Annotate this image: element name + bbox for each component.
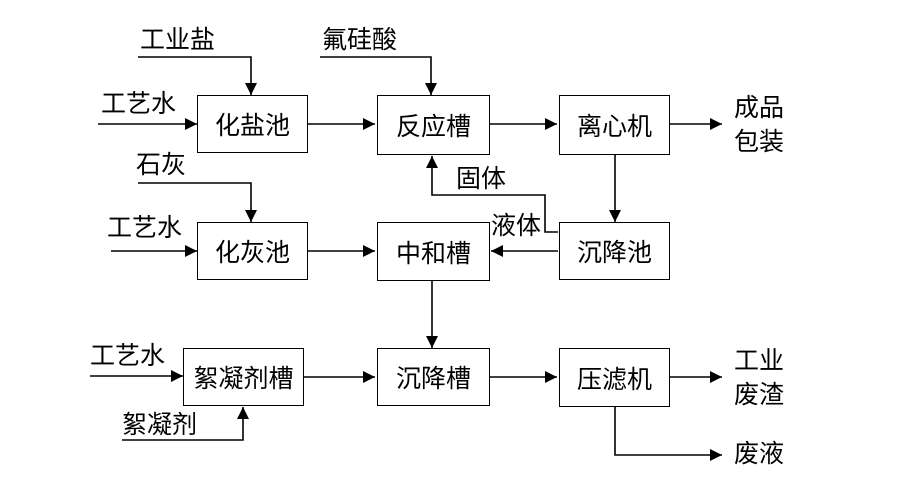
- box-fanyingcao: 反应槽: [377, 95, 490, 155]
- arrow-flocculant-in: [122, 407, 249, 441]
- label-industrial-salt: 工业盐: [140, 25, 216, 54]
- label-process-water-1: 工艺水: [101, 89, 177, 118]
- label-process-water-2: 工艺水: [107, 213, 183, 242]
- box-huahuichi: 化灰池: [197, 222, 308, 280]
- arrow-salt-in: [138, 56, 257, 95]
- box-chenjiangchi: 沉降池: [559, 222, 670, 280]
- box-xuningjicao: 絮凝剂槽: [183, 348, 304, 406]
- label-solid: 固体: [456, 164, 507, 193]
- label-product-line-2: 包装: [734, 127, 785, 156]
- label-product-line-1: 成品: [734, 93, 785, 122]
- label-process-water-3: 工艺水: [90, 341, 166, 370]
- label-waste-liquid: 废液: [734, 439, 785, 468]
- box-zhonghecao: 中和槽: [377, 222, 490, 281]
- box-yalvji: 压滤机: [559, 348, 670, 407]
- arrow-solid-return: [426, 156, 558, 233]
- label-lime: 石灰: [136, 150, 187, 179]
- box-huayanchi: 化盐池: [197, 95, 308, 153]
- arrow-acid-in: [320, 56, 437, 95]
- label-fluorosilicic-acid: 氟硅酸: [322, 25, 398, 54]
- box-lixinji: 离心机: [559, 95, 670, 155]
- label-liquid: 液体: [491, 211, 542, 240]
- label-waste-residue-line-1: 工业: [734, 346, 785, 375]
- arrow-waste-liquid-out: [614, 407, 722, 461]
- box-chenjiangcao: 沉降槽: [377, 348, 490, 406]
- label-waste-residue-line-2: 废渣: [734, 380, 785, 409]
- label-flocculant: 絮凝剂: [122, 410, 198, 439]
- arrow-lime-in: [138, 182, 257, 222]
